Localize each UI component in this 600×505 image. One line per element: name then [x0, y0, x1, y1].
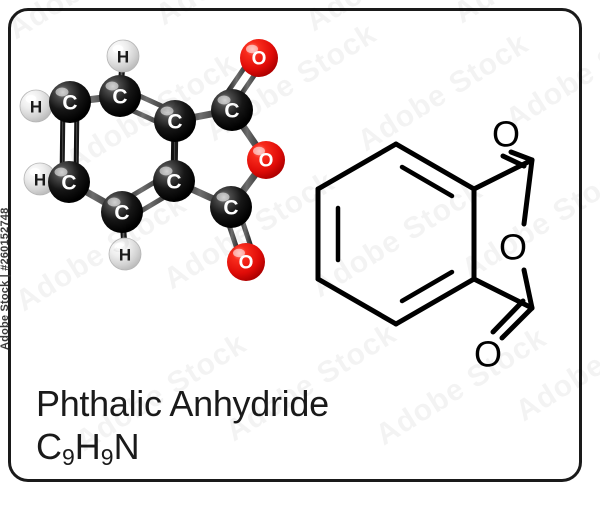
formula-n: N: [113, 426, 140, 467]
atom-label-c7: C: [224, 100, 239, 123]
atom-c3: C: [154, 100, 196, 142]
atom-c1: C: [49, 81, 91, 123]
skeletal-bond-a5-a6: [393, 141, 477, 192]
caption-block: Phthalic Anhydride C9H9N: [36, 383, 329, 469]
skeletal-inner-a3-a4: [399, 269, 455, 304]
compound-formula: C9H9N: [36, 425, 329, 469]
skeletal-bond-a7-or: [521, 157, 535, 227]
skeletal-bond-a8-or: [521, 267, 535, 311]
skeletal-label-top-oxygen: O: [492, 114, 520, 155]
atom-label-h4: H: [119, 246, 131, 265]
compound-name: Phthalic Anhydride: [36, 383, 329, 424]
stock-credit-label: Adobe Stock | #260152748: [0, 207, 11, 350]
skeletal-bond-a7-ot-a: [508, 149, 535, 163]
atom-group-3d: H H H H O: [19, 39, 285, 281]
atom-o2: O: [247, 141, 285, 179]
skeletal-bond-a6-a1: [315, 141, 399, 192]
skeletal-bond-a2-a3: [315, 276, 399, 327]
molecule-3d-model: H H H H O: [19, 39, 285, 281]
formula-sub2: 9: [100, 444, 114, 470]
atom-label-h1: H: [117, 48, 129, 67]
atom-label-c1: C: [62, 92, 77, 115]
skeletal-label-bottom-oxygen: O: [474, 334, 502, 375]
atom-c2: C: [99, 75, 141, 117]
atom-label-c5: C: [114, 202, 129, 225]
atom-c8: C: [210, 186, 252, 228]
atom-label-c3: C: [167, 111, 182, 134]
atom-label-c4: C: [166, 171, 181, 194]
atom-h2: H: [19, 89, 53, 123]
atom-c6: C: [48, 161, 90, 203]
formula-sub1: 9: [62, 444, 75, 470]
atom-label-c2: C: [112, 86, 127, 109]
skeletal-label-group: O O O: [474, 114, 527, 375]
atom-label-h3: H: [34, 171, 46, 190]
atom-label-h2: H: [30, 98, 42, 117]
skeletal-inner-a5-a6: [399, 164, 455, 199]
formula-c1: C: [36, 426, 62, 467]
atom-h1: H: [106, 39, 140, 73]
atom-c5: C: [101, 191, 143, 233]
atom-label-c6: C: [61, 172, 76, 195]
atom-h4: H: [108, 237, 142, 271]
atom-c4: C: [153, 160, 195, 202]
atom-h3: H: [23, 162, 57, 196]
skeletal-bond-a8-ob-a: [499, 305, 535, 341]
skeletal-bond-a8-ob-b: [490, 298, 526, 335]
skeletal-bond-a7-ot-b: [500, 153, 527, 169]
atom-c7: C: [211, 89, 253, 131]
skeletal-bond-group: [315, 141, 535, 341]
atom-label-o2: O: [259, 151, 274, 172]
molecule-skeletal-structure: O O O: [315, 114, 535, 375]
atom-label-o1: O: [252, 49, 267, 70]
formula-h: H: [74, 426, 101, 467]
skeletal-label-ring-oxygen: O: [499, 227, 527, 268]
atom-label-o3: O: [239, 253, 254, 274]
skeletal-bond-a3-a4: [393, 276, 477, 327]
atom-label-c8: C: [223, 197, 238, 220]
atom-o3: O: [227, 243, 265, 281]
atom-o1: O: [240, 39, 278, 77]
